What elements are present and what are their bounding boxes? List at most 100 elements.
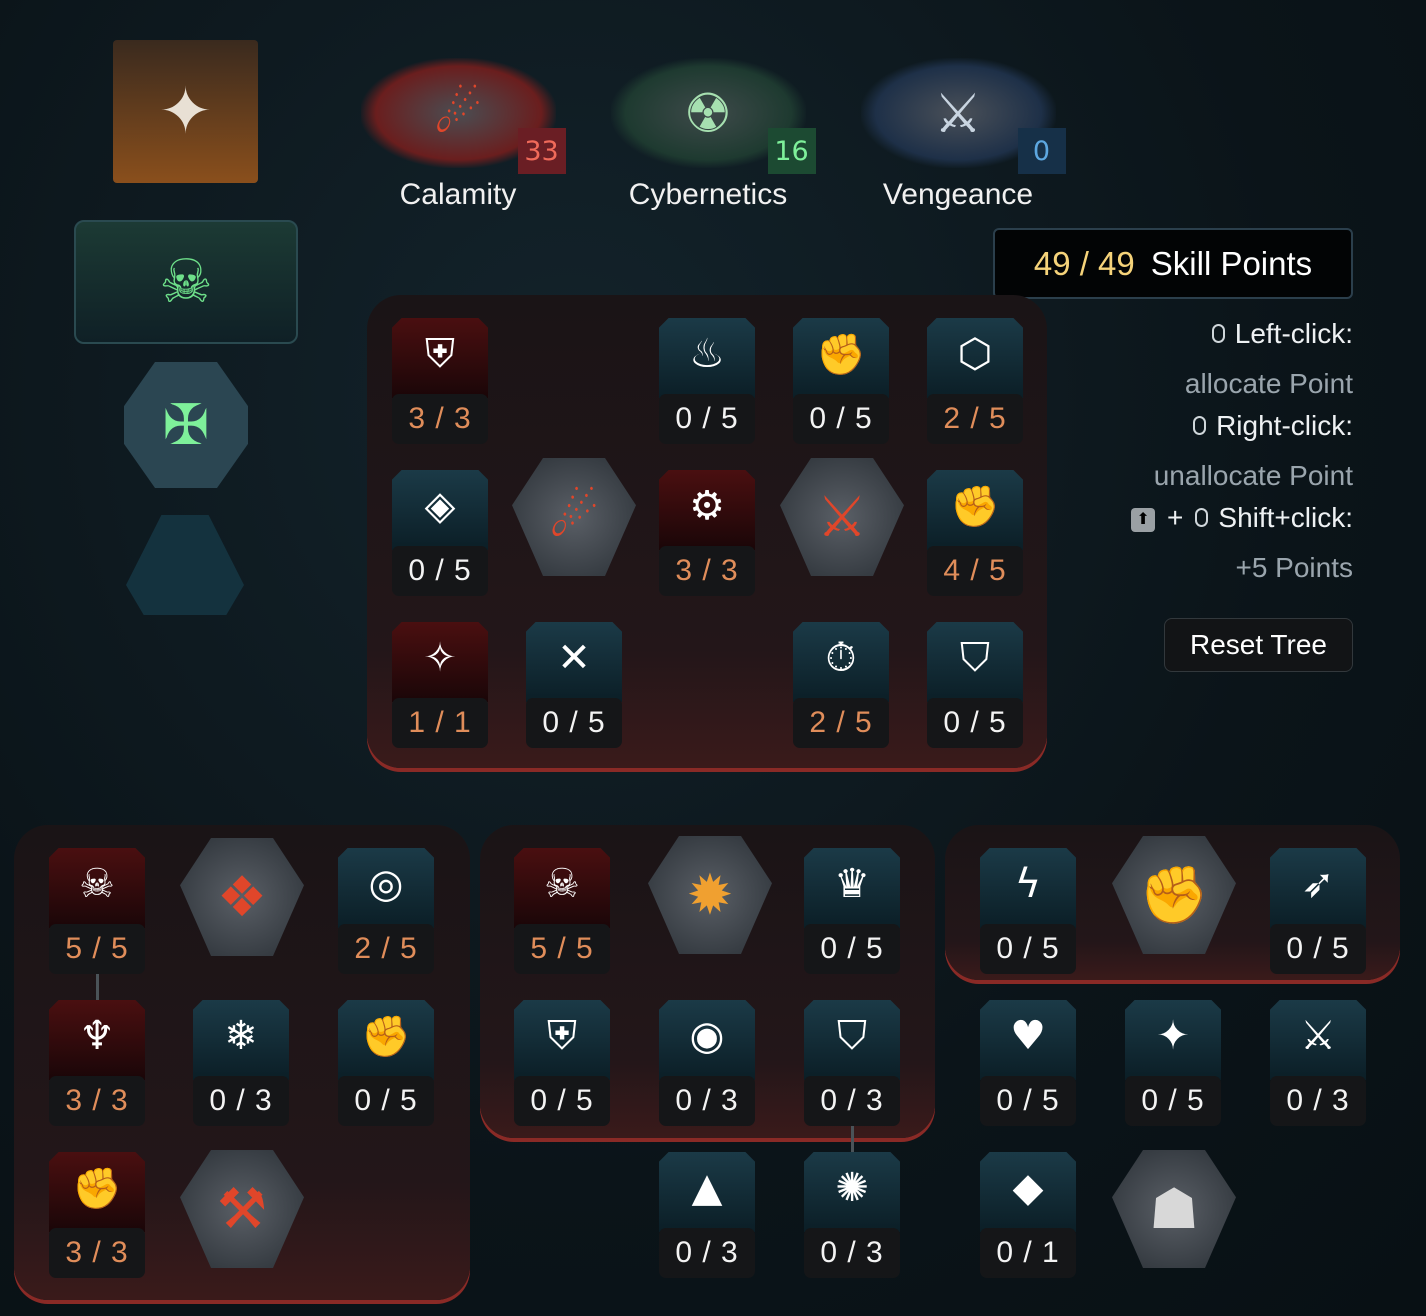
shield-blade-icon: ⚔ [1270,1000,1366,1080]
calamity-points-badge: 33 [517,128,566,174]
skill-node[interactable]: ♥0 / 5 [980,1000,1076,1126]
skill-node[interactable]: ☠5 / 5 [514,848,610,974]
skill-node[interactable]: ✺0 / 3 [804,1152,900,1278]
crowned-shield-icon: ♛ [804,848,900,928]
skill-node[interactable]: ✊0 / 5 [793,318,889,444]
fist-ring-icon: ◉ [659,1000,755,1080]
fist-heart-icon: ♥ [980,1000,1076,1080]
rocket-icon: ➶ [1270,848,1366,928]
help-shift-desc: +5 Points [1235,552,1353,583]
skill-rank: 3 / 3 [392,394,488,444]
shard-triangle-icon: ▲ [659,1152,755,1232]
skill-node[interactable]: ⬡2 / 5 [927,318,1023,444]
skill-node[interactable]: ✊0 / 5 [338,1000,434,1126]
help-key: Right-click: [1216,410,1353,441]
skill-node[interactable]: ⛉0 / 3 [804,1000,900,1126]
skill-node[interactable]: ➶0 / 5 [1270,848,1366,974]
skill-rank: 4 / 5 [927,546,1023,596]
skill-node[interactable]: ⏱2 / 5 [793,622,889,748]
skill-rank: 0 / 3 [804,1228,900,1278]
skill-rank: 0 / 5 [392,546,488,596]
help-left-click: Left-click: [1211,318,1353,350]
skill-rank: 0 / 5 [1125,1076,1221,1126]
crossed-diamond-icon: ✕ [526,622,622,702]
skill-rank: 2 / 5 [338,924,434,974]
mouse-icon [1211,324,1225,344]
empty-slot-icon[interactable] [126,515,244,615]
skill-rank: 0 / 5 [659,394,755,444]
burning-fist-icon: ✊ [338,1000,434,1080]
vengeance-points-badge: 0 [1017,128,1066,174]
skill-node[interactable]: ◈0 / 5 [392,470,488,596]
fist-crest-icon: ⛨ [514,1000,610,1080]
help-key: Left-click: [1234,318,1353,349]
skill-rank: 0 / 5 [980,924,1076,974]
skill-node[interactable]: ◆0 / 1 [980,1152,1076,1278]
calamity-art-icon: ☄ 33 [360,58,566,174]
tab-vengeance[interactable]: ⚔ 0 Vengeance [858,58,1066,212]
flaming-clock-icon: ⏱ [793,622,889,702]
skill-node[interactable]: ❄0 / 3 [193,1000,289,1126]
diamond-vortex-icon: ◈ [392,470,488,550]
keystone-portrait-icon[interactable]: ☗ [1112,1150,1236,1268]
skill-node[interactable]: ⚔0 / 3 [1270,1000,1366,1126]
skill-rank: 0 / 3 [659,1228,755,1278]
skill-points-counter: 49 / 49 Skill Points [993,228,1353,299]
class-emblem-icon[interactable]: ✦ [113,40,258,183]
skill-points-label: Skill Points [1150,244,1313,282]
skill-rank: 2 / 5 [793,698,889,748]
skill-node[interactable]: ⛨0 / 5 [514,1000,610,1126]
skill-rank: 0 / 5 [526,698,622,748]
skill-node[interactable]: ▲0 / 3 [659,1152,755,1278]
character-portrait: ☠ [74,220,298,344]
help-plus: + [1167,502,1184,533]
mouse-icon [1193,416,1207,436]
skill-rank: 0 / 5 [927,698,1023,748]
skill-node[interactable]: ⛨3 / 3 [392,318,488,444]
hex-shield-icon: ⬡ [927,318,1023,398]
skill-node[interactable]: ✧1 / 1 [392,622,488,748]
help-key: Shift+click: [1218,502,1353,533]
skill-points-value: 49 / 49 [1033,244,1135,282]
flame-icon: ♨ [659,318,755,398]
demon-face-icon: ☠ [49,848,145,928]
skill-rank: 0 / 5 [980,1076,1076,1126]
skill-rank: 5 / 5 [514,924,610,974]
skill-node[interactable]: ✊3 / 3 [49,1152,145,1278]
skill-node[interactable]: ⛉0 / 5 [927,622,1023,748]
skill-node[interactable]: ◎2 / 5 [338,848,434,974]
skill-rank: 3 / 3 [49,1228,145,1278]
snowflake-shield-icon: ❄ [193,1000,289,1080]
skill-rank: 0 / 5 [804,924,900,974]
burning-fist-icon: ✊ [927,470,1023,550]
skill-node[interactable]: ♨0 / 5 [659,318,755,444]
skill-node[interactable]: ♛0 / 5 [804,848,900,974]
skill-node[interactable]: ◉0 / 3 [659,1000,755,1126]
help-shift-click: ⬆+Shift+click: [1131,502,1353,534]
broken-shield-icon: ⛉ [804,1000,900,1080]
skill-rank: 0 / 3 [193,1076,289,1126]
skill-rank: 1 / 1 [392,698,488,748]
skill-rank: 0 / 5 [1270,924,1366,974]
fire-diamond-icon: ◆ [980,1152,1076,1232]
skill-node[interactable]: ♆3 / 3 [49,1000,145,1126]
reset-tree-button[interactable]: Reset Tree [1164,618,1353,672]
skill-rank: 0 / 3 [659,1076,755,1126]
skill-rank: 5 / 5 [49,924,145,974]
skill-node[interactable]: ✕0 / 5 [526,622,622,748]
skill-node[interactable]: ✦0 / 5 [1125,1000,1221,1126]
mouse-icon [1195,508,1209,528]
skill-rank: 0 / 1 [980,1228,1076,1278]
skill-node[interactable]: ✊4 / 5 [927,470,1023,596]
tab-cybernetics[interactable]: ☢ 16 Cybernetics [608,58,816,212]
skill-node[interactable]: ⚙3 / 3 [659,470,755,596]
winged-shield-icon: ⛨ [392,318,488,398]
gauntlet-icon: ⚙ [659,470,755,550]
tab-calamity[interactable]: ☄ 33 Calamity [358,58,566,212]
skill-node[interactable]: ☠5 / 5 [49,848,145,974]
skill-rank: 0 / 3 [1270,1076,1366,1126]
cybernetics-crest-icon: ✠ [124,362,248,488]
help-left-desc: allocate Point [1184,368,1353,399]
help-right-click: Right-click: [1193,410,1353,442]
